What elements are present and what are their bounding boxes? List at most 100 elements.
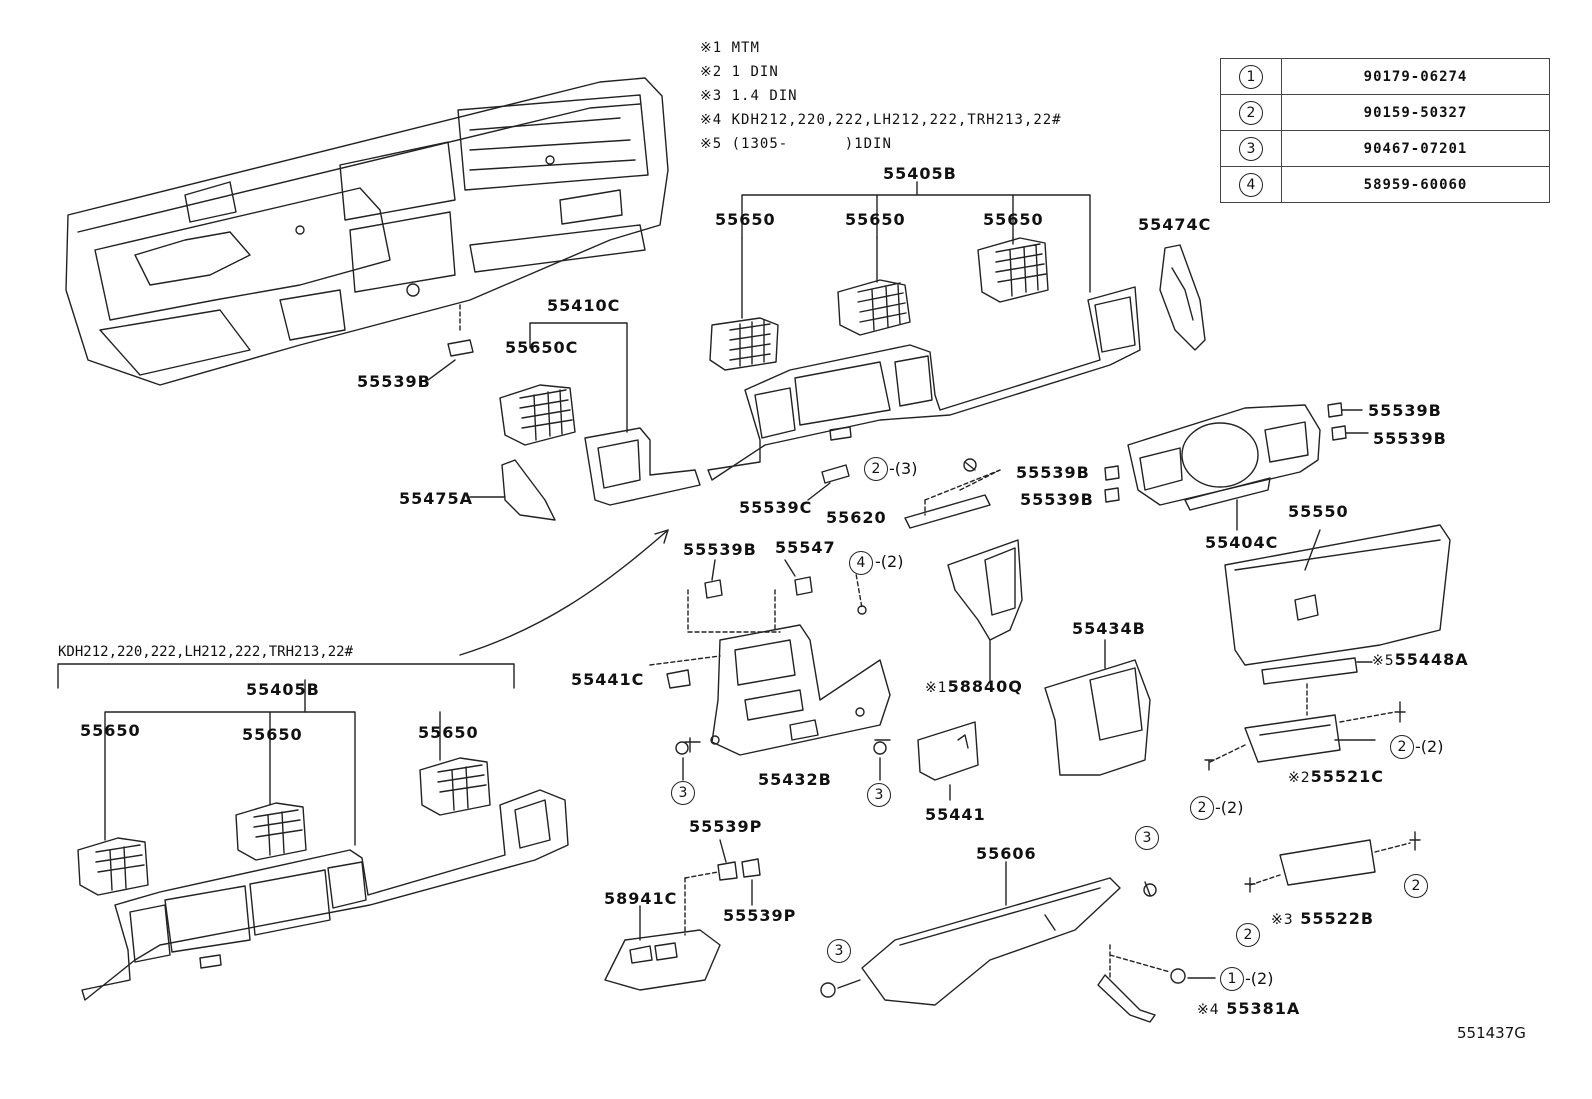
vent-55650-d-drawing	[77, 837, 149, 896]
console-58840q-drawing	[947, 539, 1023, 641]
note-2: ※2 1 DIN	[700, 64, 779, 80]
ref-circle: 1	[1239, 64, 1263, 89]
callout-qty: -(2)	[1245, 969, 1274, 988]
label-58941c[interactable]: 58941C	[604, 889, 678, 908]
ref-circle: 4	[1239, 172, 1263, 197]
callout-circle[interactable]: 2	[1190, 796, 1214, 820]
callout-circle[interactable]: 4	[849, 551, 873, 575]
table-row: 1 90179-06274	[1220, 58, 1550, 95]
label-55405b[interactable]: 55405B	[246, 680, 320, 699]
glove-box-55550-drawing	[1224, 524, 1451, 666]
label-55410c[interactable]: 55410C	[547, 296, 621, 315]
label-55539p[interactable]: 55539P	[723, 906, 797, 925]
ref-circle: 3	[1239, 136, 1263, 161]
note-mark-5: ※5	[1372, 653, 1395, 669]
label-55539c[interactable]: 55539C	[739, 498, 813, 517]
callout-circle[interactable]: 3	[671, 781, 695, 805]
corner-55475a-drawing	[501, 459, 556, 521]
clip-55539b-shape	[447, 339, 474, 357]
callout-circle[interactable]: 2	[864, 457, 888, 481]
label-55404c[interactable]: 55404C	[1205, 533, 1279, 552]
label-58840q[interactable]: ※158840Q	[925, 677, 1023, 696]
note-4: ※4 KDH212,220,222,LH212,222,TRH213,22#	[700, 112, 1062, 128]
callout-circle[interactable]: 3	[1135, 826, 1159, 850]
callout-qty: -(2)	[875, 552, 904, 571]
ref-circle: 2	[1239, 100, 1263, 125]
label-55650c[interactable]: 55650C	[505, 338, 579, 357]
vent-55650-a-drawing	[709, 317, 779, 371]
fastener-table: 1 90179-06274 2 90159-50327 3 90467-07201 4…	[1220, 58, 1550, 203]
label-55475a[interactable]: 55475A	[399, 489, 474, 508]
callout-qty: -(2)	[1215, 798, 1244, 817]
pad-55441-drawing	[917, 721, 979, 781]
bracket-58941c-drawing	[604, 929, 721, 991]
vent-55650-c-drawing	[977, 237, 1049, 303]
dash-trim-55405b-drawing	[707, 286, 1141, 481]
label-55606[interactable]: 55606	[976, 844, 1037, 863]
under-cover-55606-drawing	[861, 877, 1121, 1006]
callout-circle[interactable]: 2	[1390, 735, 1414, 759]
callout-qty: -(2)	[1415, 737, 1444, 756]
table-row: 2 90159-50327	[1220, 94, 1550, 131]
diagram-id: 551437G	[1457, 1024, 1526, 1042]
note-mark-2: ※2	[1288, 770, 1311, 786]
label-55650[interactable]: 55650	[80, 721, 141, 740]
note-mark-4: ※4	[1197, 1002, 1220, 1018]
label-55432b[interactable]: 55432B	[758, 770, 832, 789]
box-55521c-drawing	[1244, 714, 1341, 763]
cover-55434b-drawing	[1044, 659, 1151, 776]
label-55550[interactable]: 55550	[1288, 502, 1349, 521]
note-3: ※3 1.4 DIN	[700, 88, 798, 104]
part-number[interactable]: 90467-07201	[1281, 130, 1550, 167]
label-55547[interactable]: 55547	[775, 538, 836, 557]
meter-hood-55404c-drawing	[1127, 404, 1321, 511]
label-55448a[interactable]: ※555448A	[1372, 650, 1469, 669]
callout-circle[interactable]: 2	[1236, 923, 1260, 947]
note-mark-1: ※1	[925, 680, 948, 696]
label-55434b[interactable]: 55434B	[1072, 619, 1146, 638]
vent-55650c-drawing	[499, 384, 576, 446]
label-55441c[interactable]: 55441C	[571, 670, 645, 689]
label-55650[interactable]: 55650	[242, 725, 303, 744]
label-55539b[interactable]: 55539B	[1373, 429, 1447, 448]
lower-panel-55432b-drawing	[710, 624, 891, 756]
side-trim-55474c-drawing	[1159, 244, 1206, 351]
vent-55650-b-drawing	[837, 279, 911, 336]
part-number[interactable]: 90159-50327	[1281, 94, 1550, 131]
label-55441[interactable]: 55441	[925, 805, 986, 824]
part-number[interactable]: 90179-06274	[1281, 58, 1550, 95]
table-row: 4 58959-60060	[1220, 166, 1550, 203]
label-55405b[interactable]: 55405B	[883, 164, 957, 183]
note-mark-3: ※3	[1271, 912, 1294, 928]
pocket-55522b-drawing	[1279, 839, 1376, 886]
vent-55650-e-drawing	[235, 802, 307, 861]
label-55539b[interactable]: 55539B	[683, 540, 757, 559]
label-55539b[interactable]: 55539B	[357, 372, 431, 391]
callout-circle[interactable]: 3	[827, 939, 851, 963]
label-55539b[interactable]: 55539B	[1020, 490, 1094, 509]
label-55474c[interactable]: 55474C	[1138, 215, 1212, 234]
dash-trim-55405b-lower-drawing	[81, 789, 569, 1001]
label-55650[interactable]: 55650	[845, 210, 906, 229]
label-55539p[interactable]: 55539P	[689, 817, 763, 836]
vent-55650-f-drawing	[419, 757, 491, 816]
label-55650[interactable]: 55650	[418, 723, 479, 742]
part-number[interactable]: 58959-60060	[1281, 166, 1550, 203]
label-55522b[interactable]: ※3 55522B	[1271, 909, 1375, 928]
callout-qty: -(3)	[889, 459, 918, 478]
label-55650[interactable]: 55650	[715, 210, 776, 229]
trim-55410c-drawing	[584, 427, 701, 506]
label-55381a[interactable]: ※4 55381A	[1197, 999, 1301, 1018]
label-55521c[interactable]: ※255521C	[1288, 767, 1385, 786]
label-55539b[interactable]: 55539B	[1368, 401, 1442, 420]
label-55620[interactable]: 55620	[826, 508, 887, 527]
bracket-55381a-drawing	[1097, 974, 1156, 1023]
label-55650[interactable]: 55650	[983, 210, 1044, 229]
label-55539b[interactable]: 55539B	[1016, 463, 1090, 482]
callout-circle[interactable]: 3	[867, 783, 891, 807]
table-row: 3 90467-07201	[1220, 130, 1550, 167]
callout-circle[interactable]: 1	[1220, 967, 1244, 991]
variant-label: KDH212,220,222,LH212,222,TRH213,22#	[58, 644, 354, 660]
callout-circle[interactable]: 2	[1404, 874, 1428, 898]
